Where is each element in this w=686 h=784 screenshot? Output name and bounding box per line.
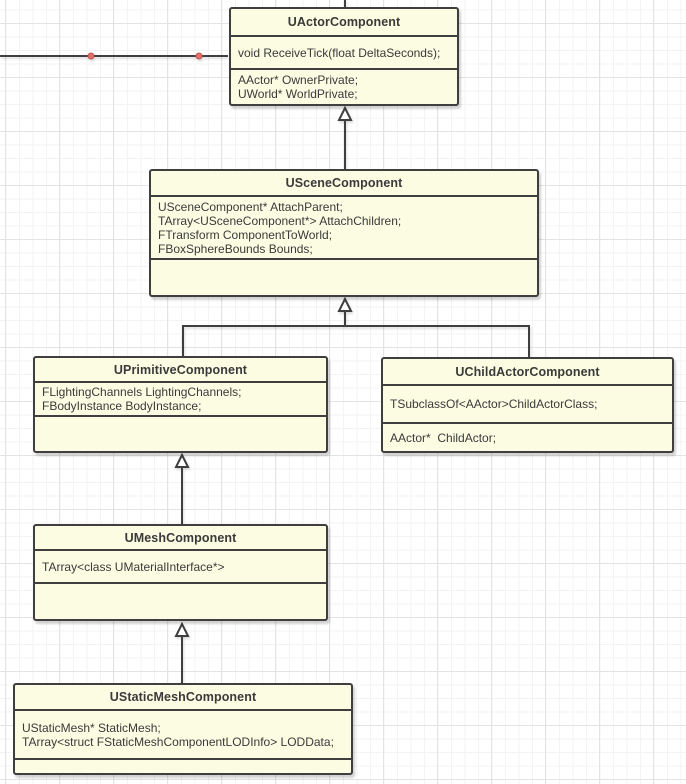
class-title: USceneComponent [285, 176, 403, 190]
class-empty-section [35, 582, 326, 619]
connector-branch[interactable] [182, 325, 530, 357]
class-methods-section: void ReceiveTick(float DeltaSeconds); [231, 35, 457, 68]
class-box-uactorcomponent[interactable]: UActorComponent void ReceiveTick(float D… [229, 7, 459, 106]
class-member: TSubclassOf<AActor>ChildActorClass; [390, 397, 598, 411]
class-box-uchildactorcomponent[interactable]: UChildActorComponent TSubclassOf<AActor>… [381, 357, 674, 453]
class-member: AActor* OwnerPrivate; [238, 73, 359, 87]
waypoint-dot[interactable] [87, 52, 95, 60]
class-title: UMeshComponent [124, 530, 237, 545]
class-title: UPrimitiveComponent [113, 362, 248, 377]
class-member: FBoxSphereBounds Bounds; [158, 241, 313, 256]
inheritance-arrowhead [337, 105, 353, 121]
class-attributes-section: USceneComponent* AttachParent; TArray<US… [151, 195, 537, 258]
inheritance-arrowhead [174, 452, 190, 468]
waypoint-dot[interactable] [195, 52, 203, 60]
inheritance-arrowhead [337, 296, 353, 312]
class-box-uscenecomponent[interactable]: USceneComponent USceneComponent* AttachP… [149, 169, 539, 297]
class-member: UStaticMesh* StaticMesh; [22, 720, 161, 735]
class-title: UStaticMeshComponent [109, 690, 257, 704]
class-box-uprimitivecomponent[interactable]: UPrimitiveComponent FLightingChannels Li… [33, 356, 328, 453]
class-attributes-section: AActor* ChildActor; [383, 422, 672, 451]
class-member: FLightingChannels LightingChannels; [42, 385, 242, 399]
class-member: TArray<class UMaterialInterface*> [42, 559, 225, 574]
class-member: void ReceiveTick(float DeltaSeconds); [238, 45, 441, 60]
class-attributes-section: UStaticMesh* StaticMesh; TArray<struct F… [15, 709, 351, 758]
class-attributes-section: AActor* OwnerPrivate; UWorld* WorldPriva… [231, 68, 457, 104]
class-title: UChildActorComponent [455, 364, 600, 379]
class-box-umeshcomponent[interactable]: UMeshComponent TArray<class UMaterialInt… [33, 524, 328, 621]
class-attributes-section: TArray<class UMaterialInterface*> [35, 549, 326, 582]
class-attributes-section: FLightingChannels LightingChannels; FBod… [35, 381, 326, 415]
inheritance-arrowhead [174, 621, 190, 637]
class-attributes-section: TSubclassOf<AActor>ChildActorClass; [383, 384, 672, 422]
class-member: AActor* ChildActor; [390, 430, 497, 445]
class-member: FTransform ComponentToWorld; [158, 227, 333, 242]
class-empty-section [151, 258, 537, 295]
class-member: USceneComponent* AttachParent; [158, 199, 343, 214]
class-member: TArray<USceneComponent*> AttachChildren; [158, 213, 402, 228]
class-member: FBodyInstance BodyInstance; [42, 399, 202, 413]
class-member: TArray<struct FStaticMeshComponentLODInf… [22, 734, 334, 749]
class-title: UActorComponent [287, 15, 401, 29]
class-box-ustaticmeshcomponent[interactable]: UStaticMeshComponent UStaticMesh* Static… [13, 683, 353, 775]
class-member: UWorld* WorldPrivate; [238, 87, 358, 101]
class-empty-section [35, 415, 326, 451]
class-empty-section [15, 758, 351, 773]
